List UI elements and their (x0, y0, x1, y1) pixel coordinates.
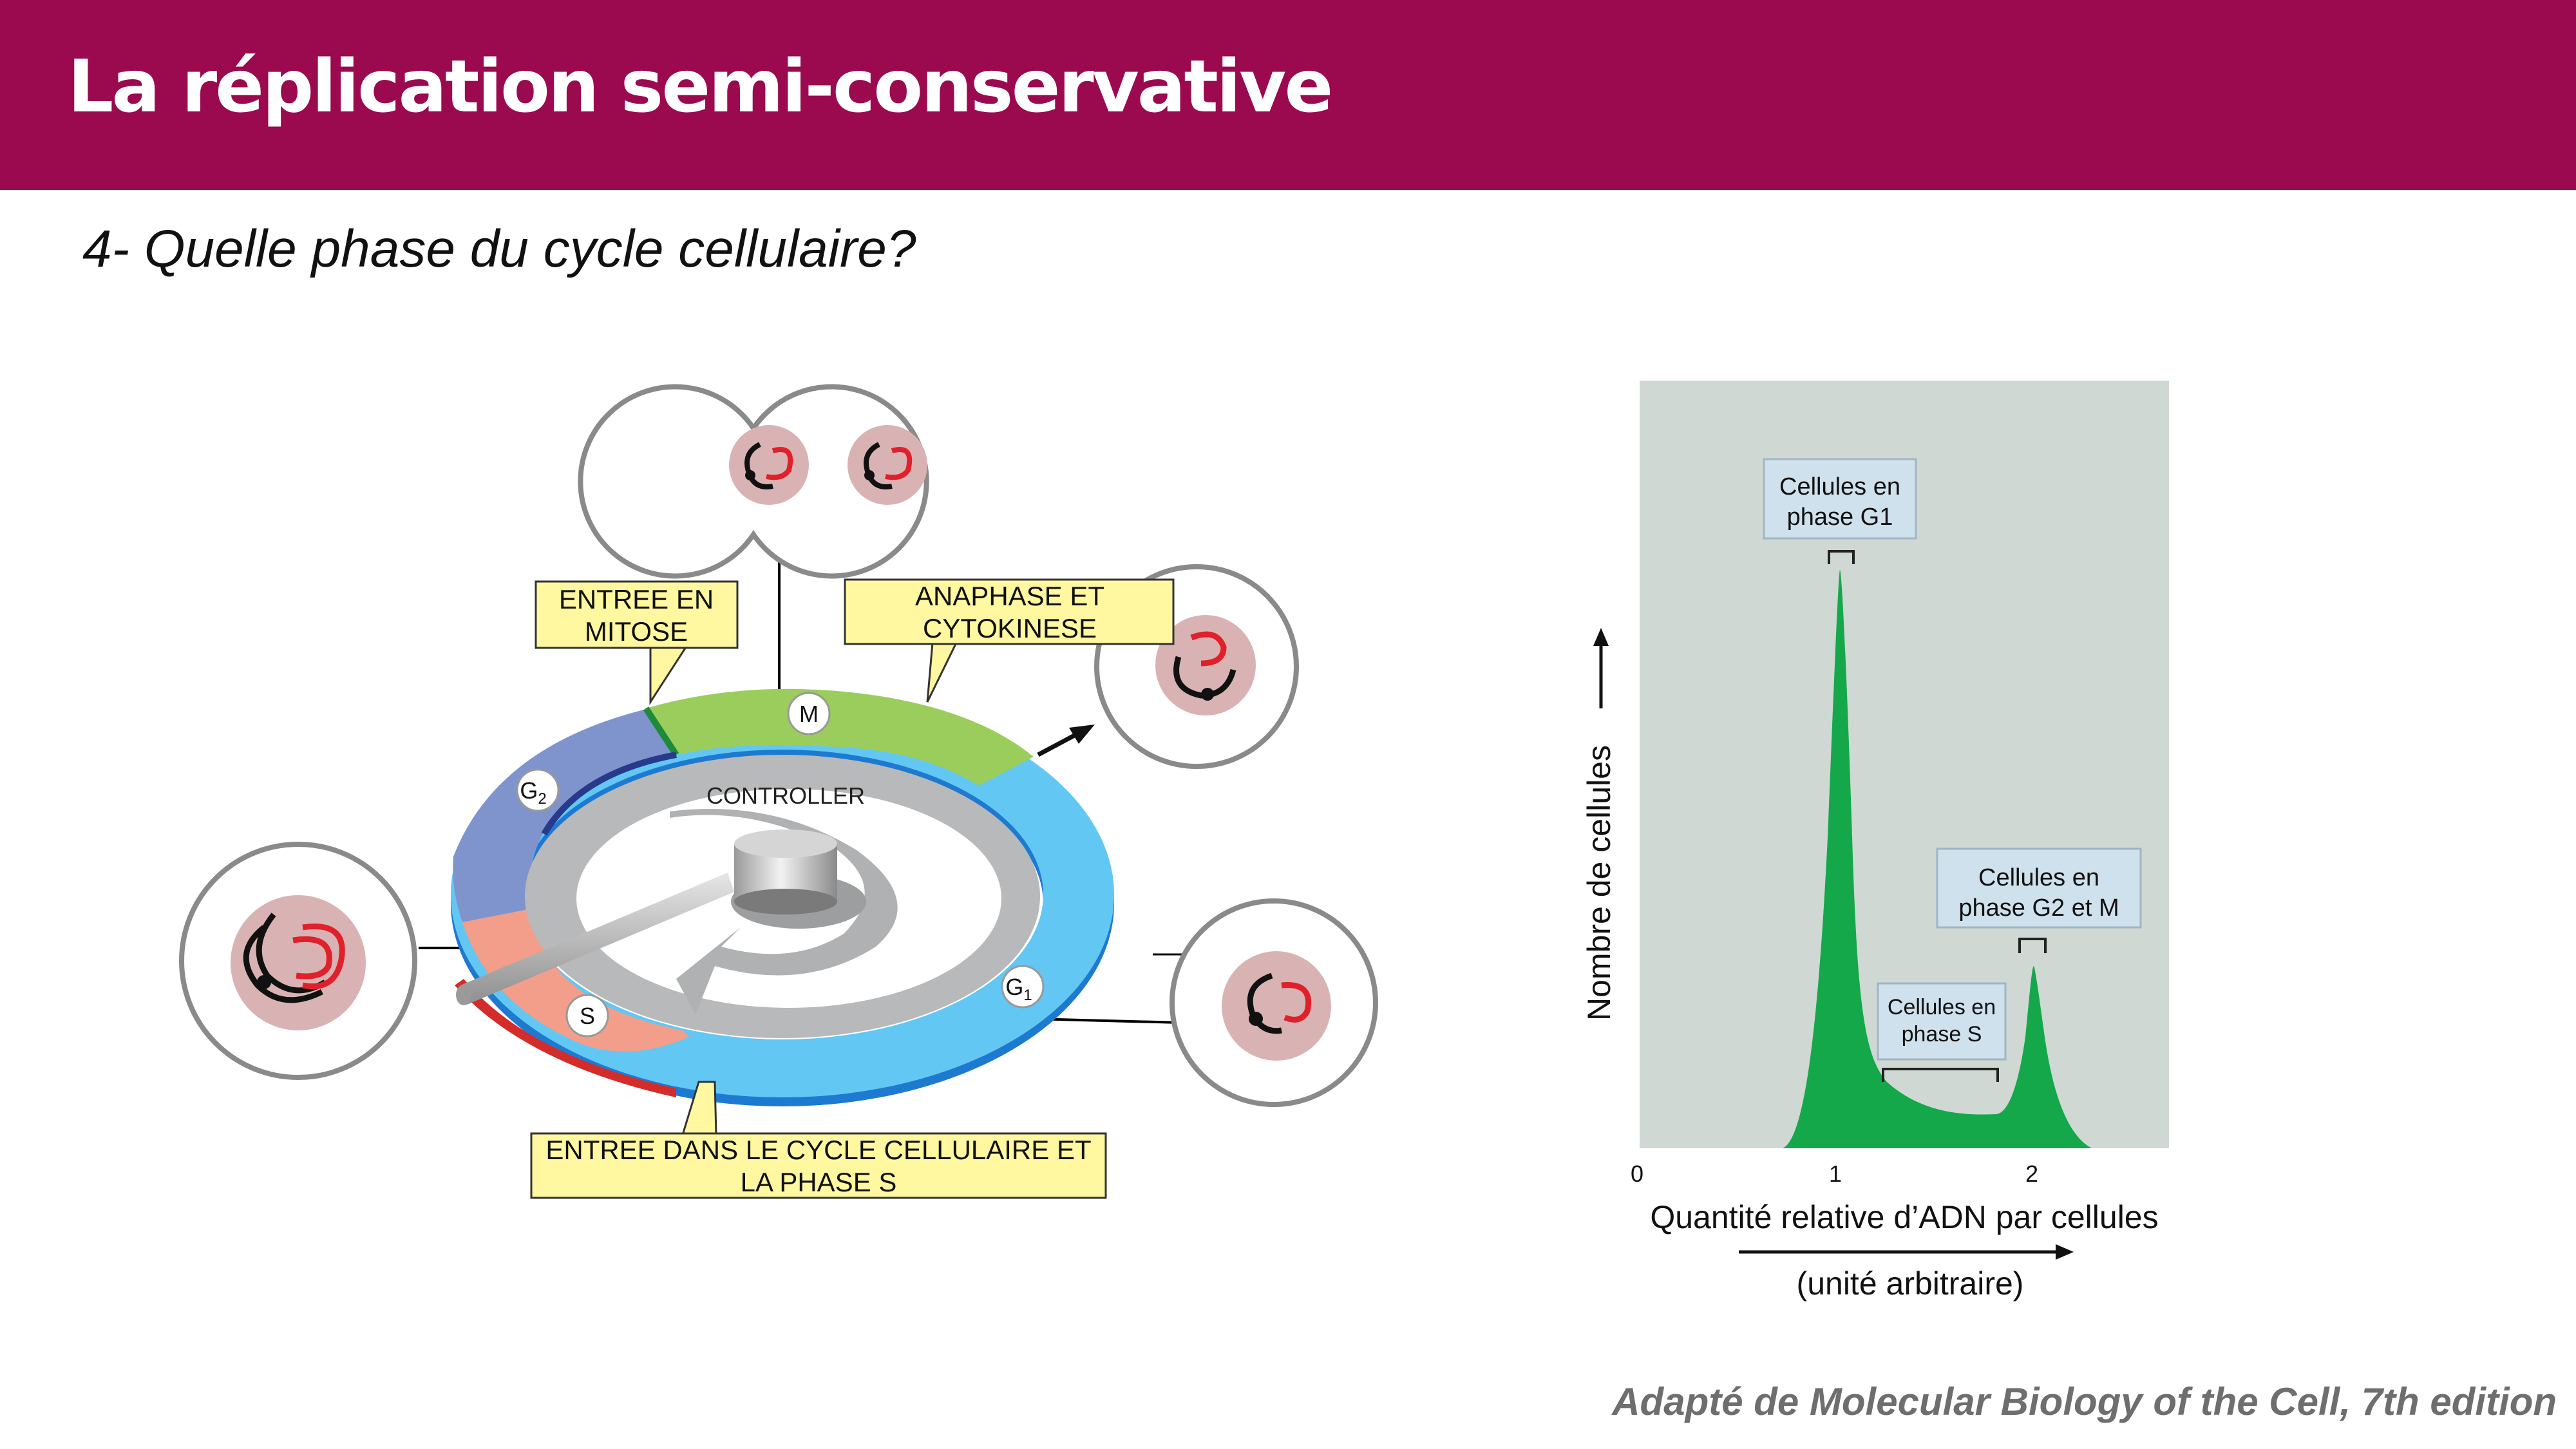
badge-g2: G2 (516, 768, 560, 812)
svg-text:Cellules en: Cellules en (1888, 995, 1996, 1019)
phase-m-segment (646, 688, 1034, 786)
svg-text:Cellules en: Cellules en (1779, 473, 1900, 500)
svg-text:G1: G1 (1005, 974, 1032, 1004)
svg-text:CYTOKINESE: CYTOKINESE (923, 613, 1097, 643)
controller-label: CONTROLLER (706, 782, 865, 809)
bracket-s (1882, 1068, 1999, 1082)
y-axis-arrow (1593, 628, 1609, 708)
annotation-s: Cellules en phase S (1877, 982, 2007, 1061)
slide-title: La réplication semi-conservative (68, 45, 1333, 129)
x-tick-1: 1 (1829, 1160, 1842, 1187)
source-credit: Adapté de Molecular Biology of the Cell,… (1612, 1380, 2557, 1423)
badge-m: M (787, 692, 831, 735)
callout-mitosis-entry: ENTREE EN MITOSE (535, 580, 739, 706)
svg-text:MITOSE: MITOSE (585, 616, 688, 647)
question-text: 4- Quelle phase du cycle cellulaire? (82, 220, 916, 278)
g1-cell-illustration (1170, 898, 1378, 1107)
bracket-g2m (2018, 938, 2047, 953)
exit-arrow (1037, 724, 1095, 757)
g2-inner-edge (541, 752, 677, 836)
dna-distribution-area (1783, 570, 2092, 1148)
cell-cycle-diagram: CONTROLLER M G2 S G1 (179, 384, 1378, 1199)
badge-g1: G1 (1001, 965, 1045, 1009)
svg-text:phase S: phase S (1902, 1022, 1982, 1046)
svg-text:phase G2 et M: phase G2 et M (1958, 895, 2119, 922)
dna-histogram: Cellules en phase G1 Cellules en phase G… (1581, 381, 2169, 1302)
x-tick-0: 0 (1631, 1160, 1643, 1187)
annotation-g1: Cellules en phase G1 (1763, 458, 1917, 540)
controller-arm (460, 873, 734, 1005)
dividing-cells-illustration (578, 384, 929, 579)
annotation-g2m: Cellules en phase G2 et M (1936, 848, 2142, 929)
svg-text:ENTREE DANS LE CYCLE CELLULAIR: ENTREE DANS LE CYCLE CELLULAIRE ET (545, 1135, 1091, 1165)
phase-g2-segment (453, 710, 676, 922)
g2-m-boundary (643, 706, 679, 757)
svg-text:Cellules en: Cellules en (1978, 864, 2099, 891)
svg-text:S: S (580, 1003, 595, 1029)
title-banner (0, 0, 2576, 190)
x-axis-arrow (1739, 1244, 2074, 1260)
callout-s-entry: ENTREE DANS LE CYCLE CELLULAIRE ET LA PH… (530, 1081, 1107, 1199)
svg-text:M: M (799, 701, 819, 727)
bracket-g1 (1828, 550, 1855, 564)
rotation-arrow (670, 809, 898, 1014)
svg-text:G2: G2 (520, 777, 546, 808)
x-axis-unit: (unité arbitraire) (1797, 1265, 2024, 1302)
svg-text:phase G1: phase G1 (1787, 504, 1893, 531)
svg-text:ANAPHASE ET: ANAPHASE ET (915, 581, 1104, 611)
g2-cell-illustration (179, 842, 417, 1080)
x-tick-2: 2 (2025, 1160, 2038, 1187)
phase-s-segment (462, 908, 689, 1052)
ring-edge-red (455, 979, 676, 1097)
badge-s: S (565, 994, 609, 1037)
callout-anaphase: ANAPHASE ET CYTOKINESE (844, 578, 1175, 703)
y-axis-label: Nombre de cellules (1581, 745, 1617, 1021)
x-axis-label: Quantité relative d’ADN par cellules (1650, 1199, 2158, 1235)
svg-text:ENTREE EN: ENTREE EN (559, 584, 714, 614)
svg-text:LA PHASE S: LA PHASE S (741, 1167, 897, 1197)
